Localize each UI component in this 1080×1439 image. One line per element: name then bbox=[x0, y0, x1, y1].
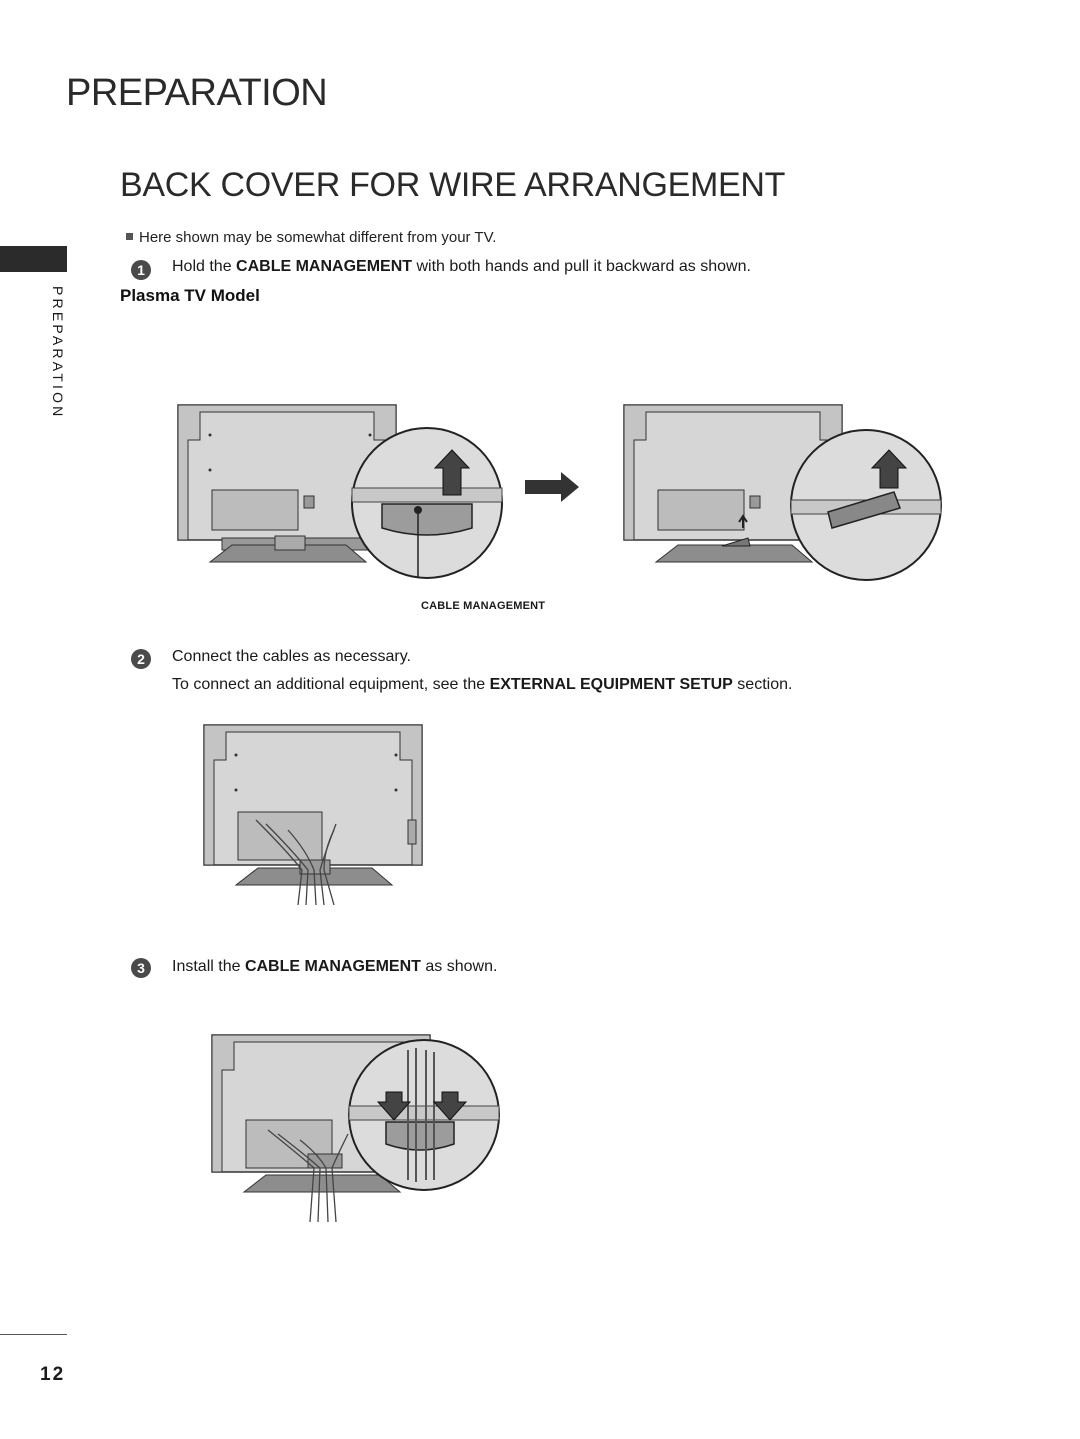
section-title: BACK COVER FOR WIRE ARRANGEMENT bbox=[120, 166, 786, 204]
sidebar-label: PREPARATION bbox=[50, 286, 66, 420]
figure-step3 bbox=[211, 1034, 500, 1223]
step-1-pre: Hold the bbox=[172, 258, 237, 275]
sidebar-tab bbox=[0, 246, 67, 272]
step-number-1: 1 bbox=[131, 260, 151, 280]
figure-step1-right bbox=[623, 404, 942, 581]
tv-back-illustration bbox=[203, 724, 423, 886]
cables bbox=[267, 1129, 349, 1223]
step-3-post: as shown. bbox=[420, 958, 498, 975]
step-3-bold: CABLE MANAGEMENT bbox=[244, 958, 421, 975]
zoom-circle bbox=[348, 1039, 500, 1191]
step-2-line2-bold: EXTERNAL EQUIPMENT SETUP bbox=[489, 676, 733, 693]
bullet-square-icon bbox=[126, 233, 133, 240]
step-number-3: 3 bbox=[131, 958, 151, 978]
step-2-line2-post: section. bbox=[732, 676, 793, 693]
step-1-text: Hold the CABLE MANAGEMENT with both hand… bbox=[172, 258, 751, 276]
note-text: Here shown may be somewhat different fro… bbox=[139, 229, 497, 246]
right-arrow-icon bbox=[525, 472, 579, 502]
step-number-2: 2 bbox=[131, 649, 151, 669]
page-number: 12 bbox=[40, 1364, 66, 1385]
zoom-circle bbox=[790, 429, 942, 581]
step-2-line2: To connect an additional equipment, see … bbox=[172, 676, 792, 694]
footer-rule bbox=[0, 1334, 67, 1335]
step-3-pre: Install the bbox=[172, 958, 245, 975]
cables bbox=[255, 819, 337, 906]
step-1-bold: CABLE MANAGEMENT bbox=[236, 258, 413, 275]
figure-step2 bbox=[203, 724, 423, 906]
step-2-line1: Connect the cables as necessary. bbox=[172, 648, 411, 665]
step-1-post: with both hands and pull it backward as … bbox=[412, 258, 751, 275]
callout-label: CABLE MANAGEMENT bbox=[421, 600, 546, 612]
note: Here shown may be somewhat different fro… bbox=[126, 229, 496, 246]
step-2-line2-pre: To connect an additional equipment, see … bbox=[172, 676, 490, 693]
step-3-text: Install the CABLE MANAGEMENT as shown. bbox=[172, 958, 497, 976]
page-header-title: PREPARATION bbox=[66, 72, 328, 114]
subheading: Plasma TV Model bbox=[120, 286, 260, 305]
zoom-circle bbox=[351, 427, 503, 579]
figure-step1-left bbox=[177, 404, 503, 579]
